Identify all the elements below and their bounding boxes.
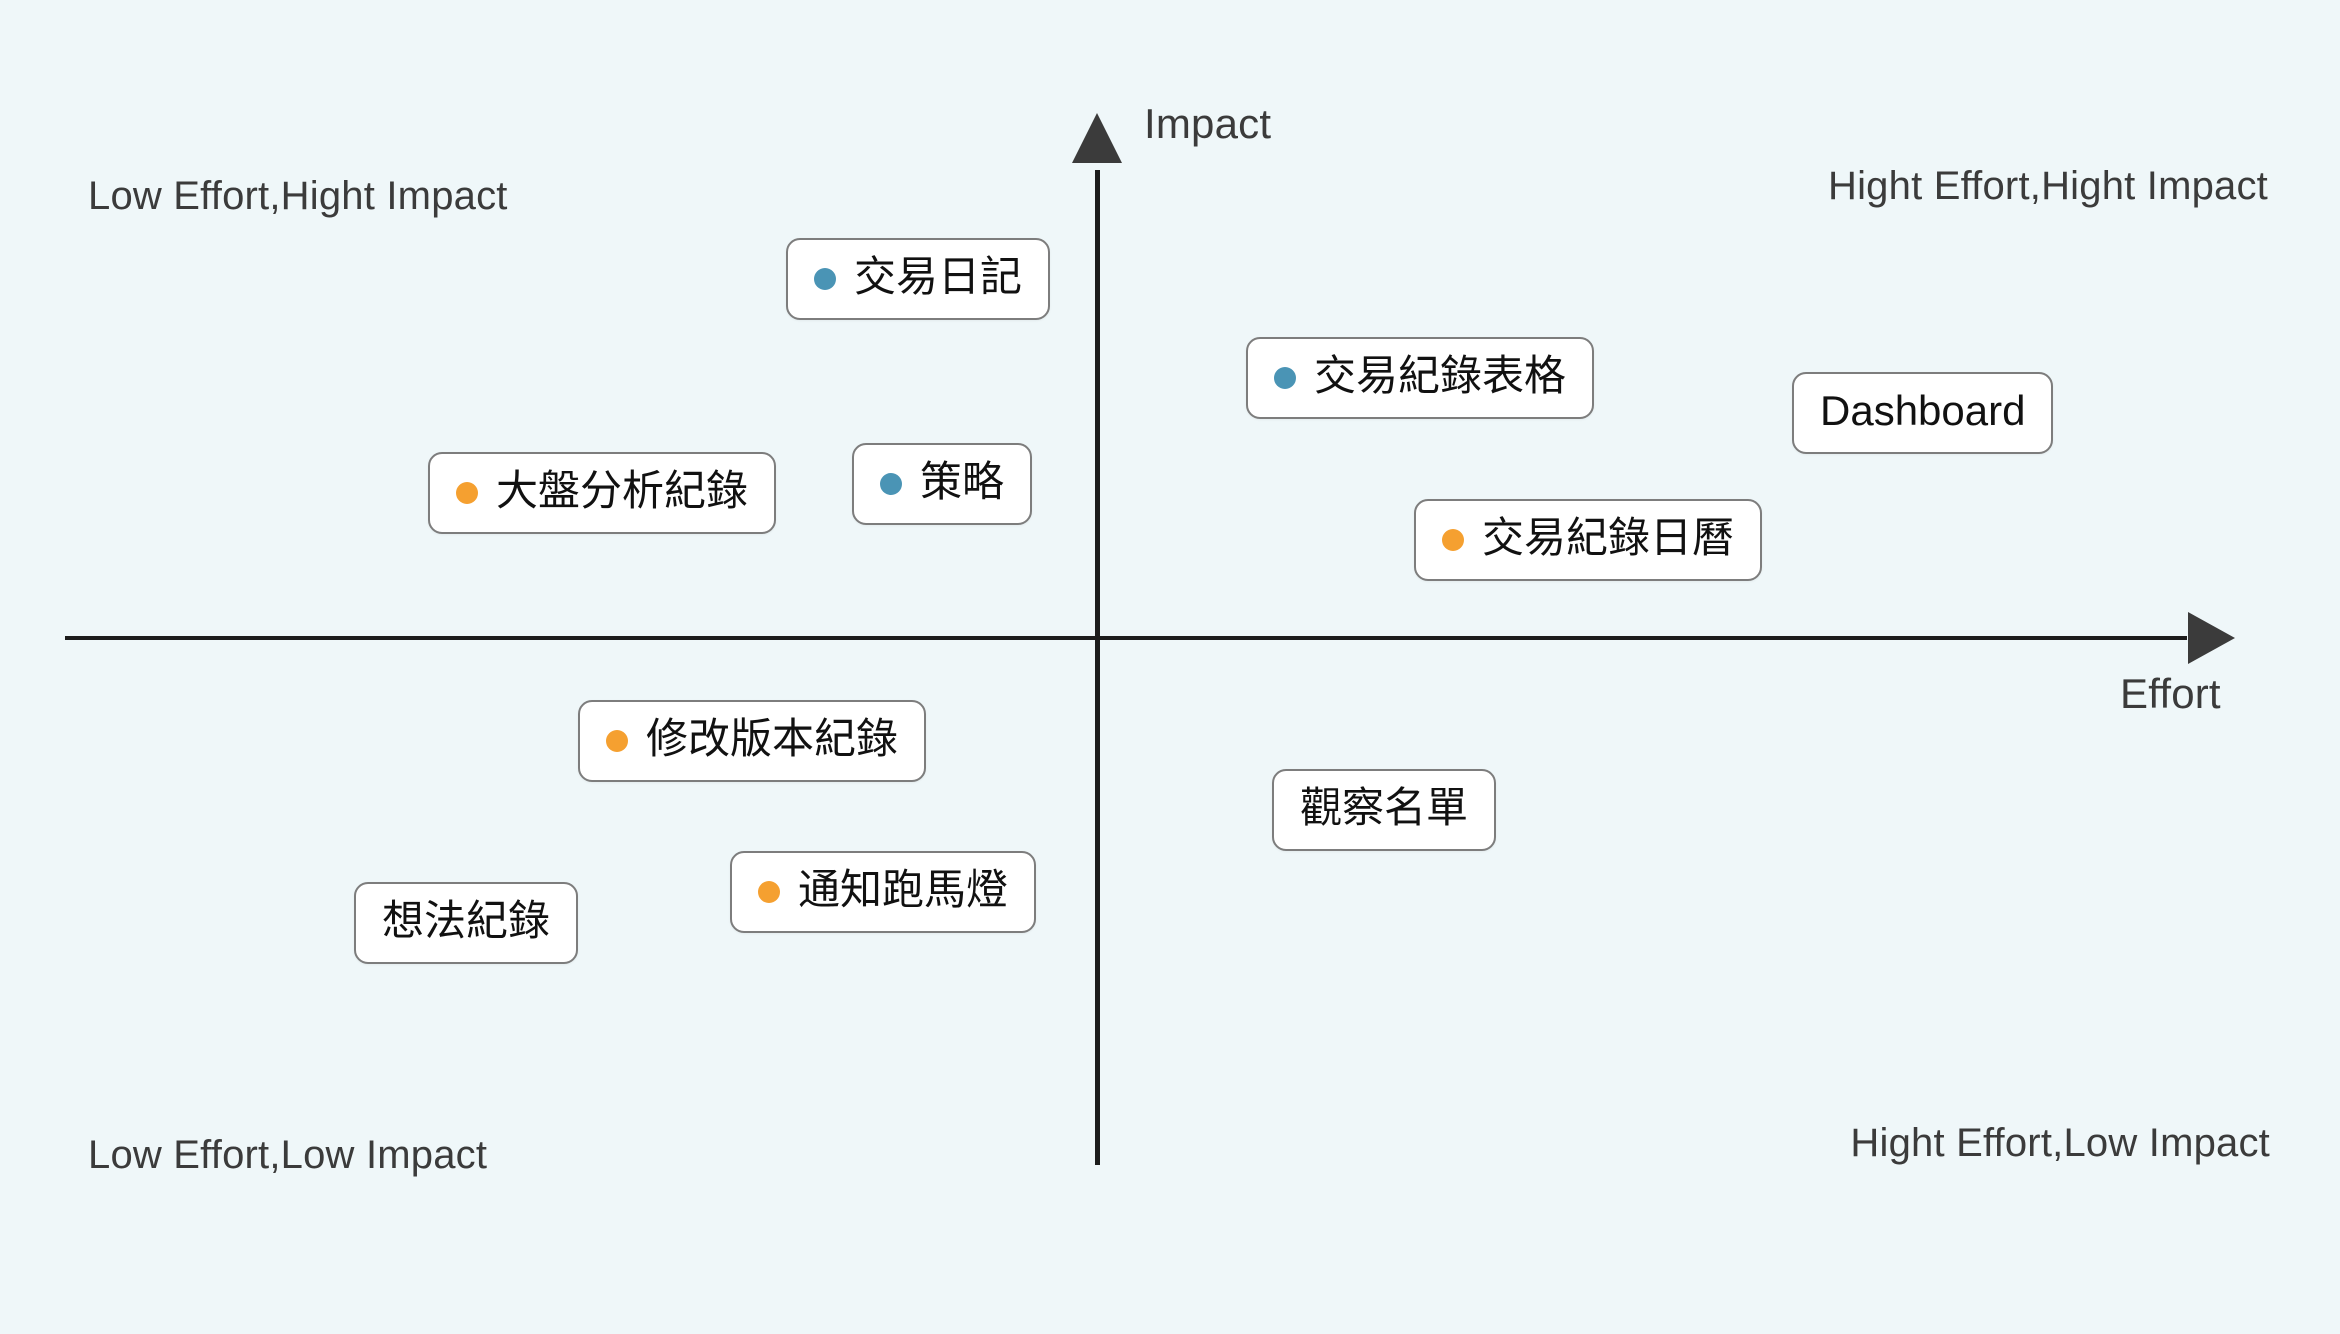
card-item[interactable]: 交易紀錄日曆 xyxy=(1414,499,1763,581)
status-dot xyxy=(814,268,836,290)
impact-axis-line xyxy=(1095,170,1100,1165)
card-item[interactable]: 觀察名單 xyxy=(1272,769,1497,851)
card-label: 觀察名單 xyxy=(1300,784,1469,831)
card-item[interactable]: 策略 xyxy=(852,443,1033,525)
status-dot xyxy=(880,473,902,495)
card-item[interactable]: 修改版本紀錄 xyxy=(578,700,927,782)
card-item[interactable]: 大盤分析紀錄 xyxy=(428,452,777,534)
status-dot xyxy=(456,482,478,504)
arrow-right-icon xyxy=(2188,612,2235,664)
card-item[interactable]: 交易紀錄表格 xyxy=(1246,337,1595,419)
card-label: 交易紀錄表格 xyxy=(1314,352,1567,399)
status-dot xyxy=(1442,529,1464,551)
effort-axis-label: Effort xyxy=(2120,670,2221,717)
quadrant-label-bottom-left: Low Effort,Low Impact xyxy=(88,1133,488,1177)
card-item[interactable]: 通知跑馬燈 xyxy=(730,851,1037,933)
card-label: 交易紀錄日曆 xyxy=(1482,514,1735,561)
card-label: 策略 xyxy=(920,458,1005,505)
card-label: 想法紀錄 xyxy=(382,897,551,944)
card-label: 交易日記 xyxy=(854,253,1023,300)
card-label: 大盤分析紀錄 xyxy=(496,467,749,514)
card-item[interactable]: 交易日記 xyxy=(786,238,1051,320)
card-label: Dashboard xyxy=(1820,387,2026,434)
quadrant-label-bottom-right: Hight Effort,Low Impact xyxy=(1850,1121,2270,1165)
quadrant-label-top-left: Low Effort,Hight Impact xyxy=(88,174,508,218)
status-dot xyxy=(1274,367,1296,389)
card-item[interactable]: 想法紀錄 xyxy=(354,882,579,964)
card-label: 修改版本紀錄 xyxy=(646,715,899,762)
card-label: 通知跑馬燈 xyxy=(798,866,1009,913)
quadrant-label-top-right: Hight Effort,Hight Impact xyxy=(1828,164,2268,208)
card-item[interactable]: Dashboard xyxy=(1792,372,2054,454)
effort-axis-line xyxy=(65,636,2187,640)
status-dot xyxy=(758,881,780,903)
arrow-up-icon xyxy=(1072,113,1122,163)
impact-axis-label: Impact xyxy=(1144,100,1272,147)
status-dot xyxy=(606,730,628,752)
